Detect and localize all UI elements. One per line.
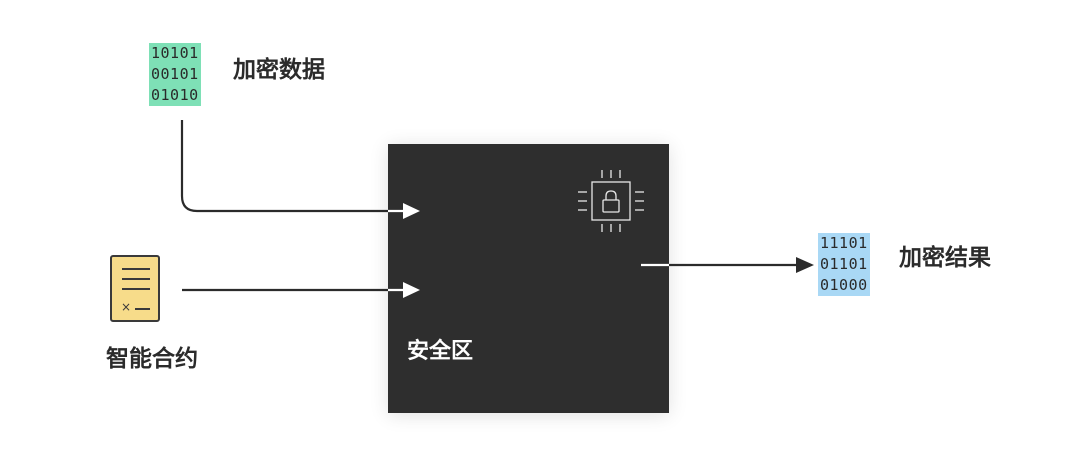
encrypted-result-binary: 11101 01101 01000 (818, 233, 870, 296)
binary-line: 11101 (820, 234, 868, 252)
secure-enclave (388, 144, 669, 413)
encrypted-result-label: 加密结果 (899, 245, 991, 271)
binary-line: 01101 (820, 255, 868, 273)
binary-line: 00101 (151, 65, 199, 83)
binary-line: 10101 (151, 44, 199, 62)
smart-contract-document-icon: × (110, 255, 160, 322)
signature-mark: × (121, 300, 132, 314)
binary-line: 01010 (151, 86, 199, 104)
smart-contract-label: 智能合约 (106, 346, 198, 372)
contract-arrow (403, 282, 420, 298)
input-data-connector (180, 120, 406, 213)
output-arrowhead (796, 257, 814, 273)
binary-line: 01000 (820, 276, 868, 294)
encrypted-data-binary: 10101 00101 01010 (149, 43, 201, 106)
chip-lock-icon (578, 170, 644, 232)
encrypted-data-label: 加密数据 (233, 57, 325, 83)
input-data-arrow (403, 203, 420, 219)
secure-enclave-label: 安全区 (407, 339, 474, 364)
